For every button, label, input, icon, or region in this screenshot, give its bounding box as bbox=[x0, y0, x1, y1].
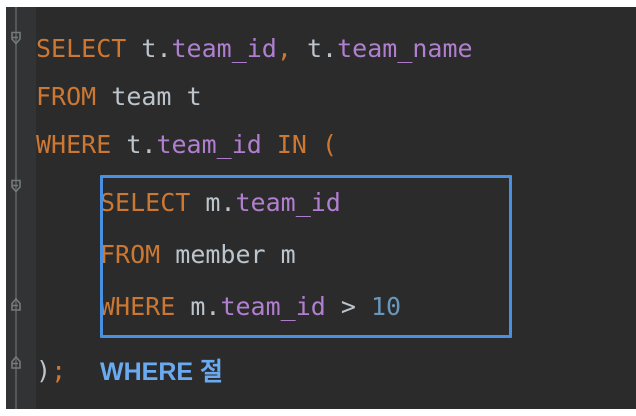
token-id: m bbox=[190, 292, 206, 321]
token-col: team_name bbox=[337, 34, 473, 63]
token-id bbox=[172, 82, 187, 111]
token-id: m bbox=[205, 188, 221, 217]
token-id bbox=[292, 34, 307, 63]
token-id: . bbox=[141, 130, 157, 159]
code-line-3: WHERE t.team_id IN ( bbox=[36, 121, 337, 168]
token-kw: IN bbox=[276, 130, 307, 159]
fold-marker-select-outer-icon[interactable] bbox=[10, 31, 25, 46]
token-id: t bbox=[126, 130, 142, 159]
code-line-6: WHERE m.team_id > 10 bbox=[100, 283, 401, 330]
fold-marker-statement-end-icon[interactable] bbox=[10, 355, 25, 370]
code-line-4: SELECT m.team_id bbox=[100, 179, 341, 226]
token-id bbox=[262, 130, 277, 159]
token-id: t bbox=[141, 34, 157, 63]
token-punc: , bbox=[276, 34, 292, 63]
fold-marker-subquery-end-icon[interactable] bbox=[10, 297, 25, 312]
token-num: 10 bbox=[371, 292, 402, 321]
gutter-divider-line bbox=[15, 7, 17, 409]
token-id bbox=[307, 130, 322, 159]
token-col: team_id bbox=[220, 292, 326, 321]
token-kw: SELECT bbox=[36, 34, 127, 63]
token-kw: SELECT bbox=[100, 188, 191, 217]
code-line-5: FROM member m bbox=[100, 231, 296, 278]
token-id: team bbox=[111, 82, 172, 111]
code-line-1: SELECT t.team_id, t.team_name bbox=[36, 25, 473, 72]
token-col: team_id bbox=[171, 34, 277, 63]
token-id bbox=[356, 292, 371, 321]
token-id: member bbox=[175, 240, 266, 269]
fold-marker-subquery-icon[interactable] bbox=[10, 179, 25, 194]
token-kw: WHERE bbox=[100, 292, 176, 321]
token-punc: ; bbox=[51, 356, 67, 385]
token-paren: ) bbox=[36, 356, 52, 385]
editor-gutter[interactable] bbox=[6, 7, 36, 409]
token-id bbox=[190, 188, 205, 217]
code-line-7: ); bbox=[36, 347, 66, 394]
token-id: t bbox=[186, 82, 202, 111]
token-id bbox=[111, 130, 126, 159]
token-id: m bbox=[280, 240, 296, 269]
token-kw: FROM bbox=[36, 82, 97, 111]
token-id: . bbox=[322, 34, 338, 63]
token-id bbox=[175, 292, 190, 321]
token-id: . bbox=[205, 292, 221, 321]
token-id: . bbox=[156, 34, 172, 63]
token-col: team_id bbox=[156, 130, 262, 159]
where-clause-annotation: WHERE 절 bbox=[100, 358, 224, 386]
token-id bbox=[326, 292, 341, 321]
token-id bbox=[160, 240, 175, 269]
code-line-2: FROM team t bbox=[36, 73, 202, 120]
token-id bbox=[96, 82, 111, 111]
token-kw: FROM bbox=[100, 240, 161, 269]
token-id bbox=[266, 240, 281, 269]
token-id: . bbox=[220, 188, 236, 217]
token-kw: WHERE bbox=[36, 130, 112, 159]
token-id: t bbox=[306, 34, 323, 63]
token-op: > bbox=[340, 292, 356, 321]
token-id bbox=[126, 34, 141, 63]
token-col: team_id bbox=[235, 188, 341, 217]
token-punc: ( bbox=[322, 130, 338, 159]
